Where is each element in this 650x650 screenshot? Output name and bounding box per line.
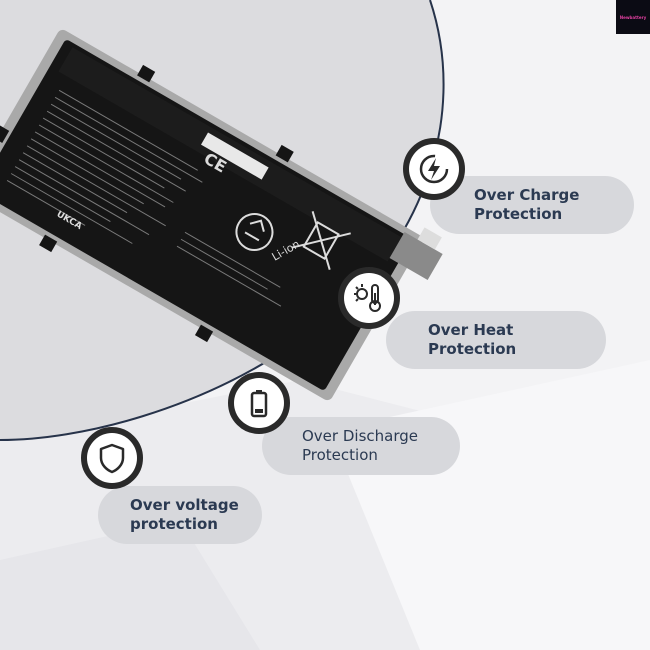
brand-logo-text: Newbattery: [619, 14, 647, 20]
feature-pill-over-voltage: Over voltage protection: [98, 486, 262, 544]
feature-subtitle: Protection: [428, 340, 517, 358]
feature-subtitle: Protection: [474, 205, 563, 223]
thermometer-sun-icon: [354, 284, 381, 312]
shield-icon: [99, 443, 125, 474]
feature-icon-circle: [338, 267, 400, 329]
battery-icon: [250, 390, 268, 418]
feature-icon-circle: [81, 427, 143, 489]
brand-logo: Newbattery: [616, 0, 650, 34]
feature-icon-circle: [228, 372, 290, 434]
feature-pill-over-heat: Over Heat Protection: [386, 311, 606, 369]
feature-pill-over-charge: Over Charge Protection: [430, 176, 634, 234]
feature-title: Over Heat: [428, 321, 514, 339]
feature-title: Over Charge: [474, 186, 580, 204]
lightning-icon: [419, 154, 449, 184]
feature-subtitle: protection: [130, 515, 218, 533]
feature-title: Over Discharge: [302, 427, 418, 445]
feature-icon-circle: [403, 138, 465, 200]
feature-title: Over voltage: [130, 496, 239, 514]
feature-subtitle: Protection: [302, 446, 378, 464]
feature-pill-over-discharge: Over Discharge Protection: [262, 417, 460, 475]
